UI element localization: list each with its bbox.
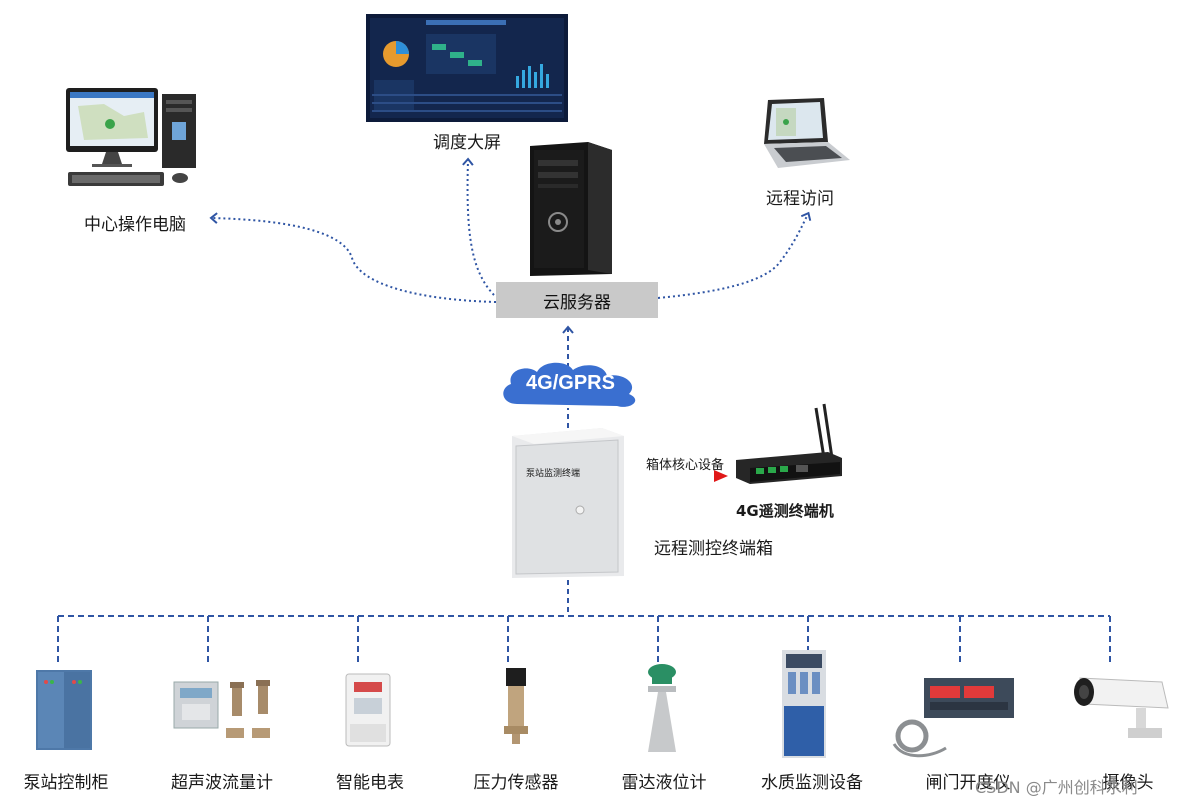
smart-meter-icon (345, 673, 391, 747)
rtu-device-icon (736, 403, 842, 484)
desktop-computer-icon (66, 88, 196, 186)
device-label: 智能电表 (336, 773, 404, 793)
ultrasonic-flowmeter-icon (173, 680, 270, 738)
rtu-label: 4G遥测终端机 (736, 502, 834, 520)
radar-level-gauge-icon (648, 664, 676, 752)
center-pc-label: 中心操作电脑 (84, 215, 186, 235)
big-screen-label: 调度大屏 (433, 133, 501, 153)
dashboard-screen-icon (366, 14, 568, 122)
link-server-to-pc (209, 212, 497, 303)
device-drops (57, 616, 1111, 665)
link-server-to-remote (657, 211, 812, 299)
device-label: 超声波流量计 (171, 773, 273, 793)
tower-server-icon (530, 142, 612, 276)
device-label: 闸门开度仪 (925, 773, 1011, 793)
cabinet-caption: 远程测控终端箱 (654, 539, 773, 559)
device-label: 压力传感器 (473, 773, 559, 793)
water-quality-monitor-icon (782, 650, 826, 758)
network-cloud-icon (503, 362, 636, 407)
network-cloud-label: 4G/GPRS (526, 372, 615, 394)
device-label: 雷达液位计 (621, 773, 707, 793)
gate-opening-meter-icon (892, 678, 1014, 758)
cloud-server-box: 云服务器 (496, 282, 658, 318)
arrow-label: 箱体核心设备 (646, 458, 725, 473)
device-label: 泵站控制柜 (23, 773, 109, 793)
laptop-icon (764, 98, 850, 168)
link-server-to-screen (462, 157, 495, 296)
device-label: 水质监测设备 (761, 773, 863, 793)
cabinet-panel-label: 泵站监测终端 (526, 469, 581, 479)
watermark: CSDN @广州创科水利 (975, 778, 1138, 797)
camera-icon (1074, 677, 1169, 738)
device-label: 摄像头 (1102, 773, 1154, 793)
terminal-cabinet-icon (512, 428, 624, 578)
remote-access-label: 远程访问 (766, 189, 834, 209)
pump-control-cabinet-icon (36, 670, 92, 750)
pressure-sensor-icon (504, 668, 528, 744)
